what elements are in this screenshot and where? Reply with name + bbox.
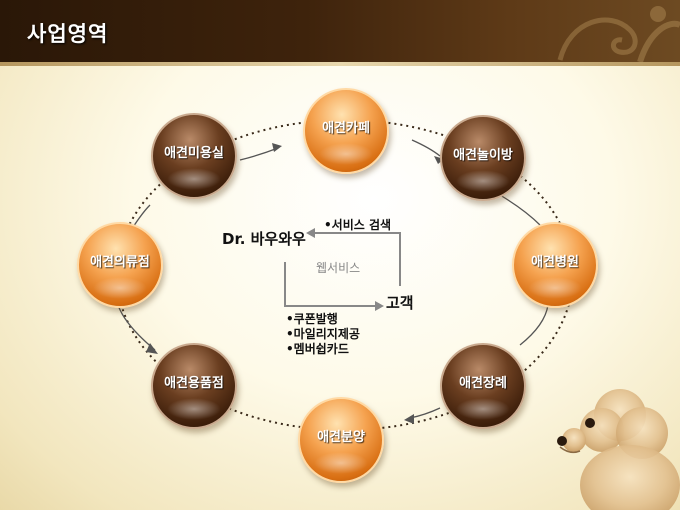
node-label: 애견카페: [322, 120, 370, 136]
header-divider: [0, 62, 680, 66]
node-clothing: 애견의류점: [77, 222, 163, 308]
customer-label: 고객: [386, 294, 414, 312]
benefit-item: •멤버쉽카드: [286, 342, 349, 356]
benefit-list: •쿠폰발행 •마일리지제공 •멤버쉽카드: [286, 312, 360, 357]
poodle-image: [557, 389, 680, 510]
node-nolibang: 애견놀이방: [440, 115, 526, 201]
web-service-label: 웹서비스: [316, 261, 361, 275]
cycle-arc-left-lower: [117, 304, 156, 351]
arrow-head-icon: [404, 414, 414, 424]
node-bunyang: 애견분양: [298, 397, 384, 483]
node-supplies: 애견용품점: [151, 343, 237, 429]
slide-title: 사업영역: [27, 22, 109, 46]
search-note: •서비스 검색: [324, 218, 392, 232]
service-name: Dr. 바우와우: [222, 230, 306, 248]
node-funeral: 애견장례: [440, 343, 526, 429]
node-label: 애견장례: [459, 375, 507, 391]
search-flow-line: [312, 232, 401, 286]
ornament-icon: [557, 6, 680, 62]
benefit-item: •쿠폰발행: [286, 312, 338, 326]
node-grooming: 애견미용실: [151, 113, 237, 199]
arrow-head-icon: [272, 143, 282, 152]
arrow-head-icon: [375, 301, 384, 311]
node-label: 애견분양: [317, 429, 365, 445]
node-cafe: 애견카페: [303, 88, 389, 174]
benefit-flow-line: [284, 262, 378, 307]
slide-header: 사업영역: [0, 0, 680, 62]
cycle-arc-right-upper: [499, 194, 541, 226]
node-label: 애견의류점: [90, 254, 150, 270]
cycle-arc-right-lower: [519, 304, 549, 346]
arrow-to-cafe: [239, 147, 279, 161]
node-hospital: 애견병원: [512, 222, 598, 308]
node-label: 애견미용실: [164, 145, 224, 161]
arrow-to-nolibang: [411, 139, 441, 157]
node-label: 애견용품점: [164, 375, 224, 391]
arrow-head-icon: [434, 156, 444, 164]
arrow-head-icon: [146, 343, 158, 354]
arrow-head-icon: [306, 228, 315, 238]
benefit-item: •마일리지제공: [286, 327, 360, 341]
node-label: 애견병원: [531, 254, 579, 270]
node-label: 애견놀이방: [453, 147, 513, 163]
